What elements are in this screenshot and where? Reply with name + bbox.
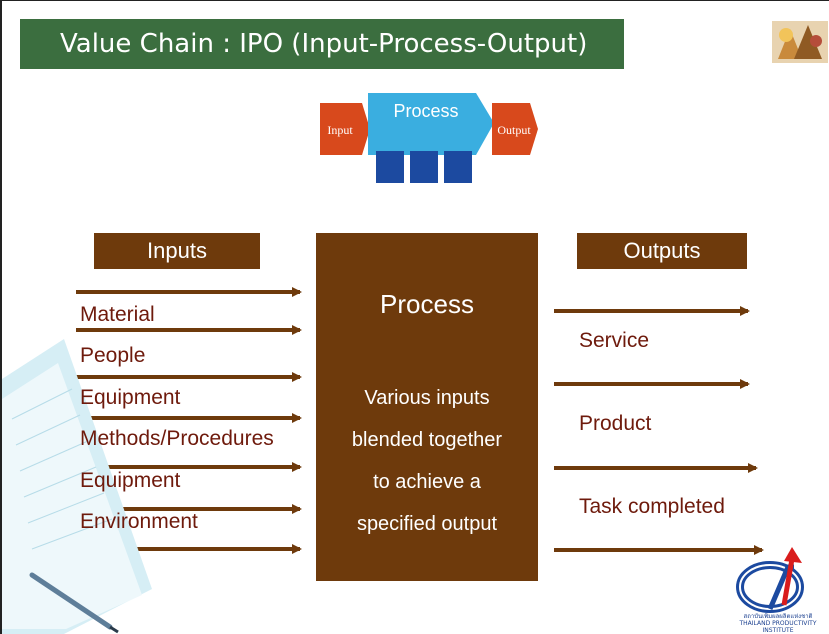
mini-input-label: Input	[327, 123, 353, 137]
output-item: Service	[579, 329, 650, 352]
process-box: Process Various inputs blended together …	[316, 233, 538, 581]
mini-output-arrow	[492, 103, 538, 155]
institute-logo: สถาบันเพิ่มผลผลิตแห่งชาติ THAILAND PRODU…	[730, 547, 826, 634]
input-item: People	[80, 344, 146, 367]
mini-block	[410, 151, 438, 183]
process-description-line: to achieve a	[373, 471, 481, 493]
process-description-line: blended together	[351, 429, 503, 451]
corner-logo-icon	[772, 21, 828, 63]
mini-block	[376, 151, 404, 183]
institute-logo-text: สถาบันเพิ่มผลผลิตแห่งชาติ THAILAND PRODU…	[730, 613, 826, 634]
slide-title: Value Chain : IPO (Input-Process-Output)	[60, 29, 588, 59]
mini-process-shape	[368, 93, 494, 155]
mini-output-label: Output	[497, 123, 531, 137]
institute-logo-icon	[736, 547, 804, 613]
mini-input-arrow	[320, 103, 370, 155]
institute-thai-name: สถาบันเพิ่มผลผลิตแห่งชาติ	[743, 613, 813, 620]
input-item: Methods/Procedures	[80, 427, 274, 450]
inputs-header: Inputs	[94, 233, 260, 269]
title-bar: Value Chain : IPO (Input-Process-Output)	[20, 19, 624, 69]
mini-block	[444, 151, 472, 183]
ipo-mini-diagram: Input Process Output	[320, 93, 538, 183]
process-description-line: Various inputs	[364, 387, 490, 409]
output-item: Product	[579, 412, 652, 435]
mini-process-label: Process	[393, 101, 458, 121]
input-item: Material	[80, 303, 155, 326]
output-item: Task completed	[579, 495, 725, 518]
institute-english-name: THAILAND PRODUCTIVITY INSTITUTE	[739, 620, 817, 634]
notepad-pen-decoration-icon	[2, 339, 152, 634]
outputs-header: Outputs	[577, 233, 747, 269]
process-title: Process	[380, 289, 474, 319]
qa-label: QA :TQA	[685, 30, 738, 45]
input-item: Environment	[80, 510, 198, 533]
input-item: Equipment	[80, 386, 181, 409]
process-description-line: specified output	[356, 513, 498, 535]
input-item: Equipment	[80, 469, 181, 492]
